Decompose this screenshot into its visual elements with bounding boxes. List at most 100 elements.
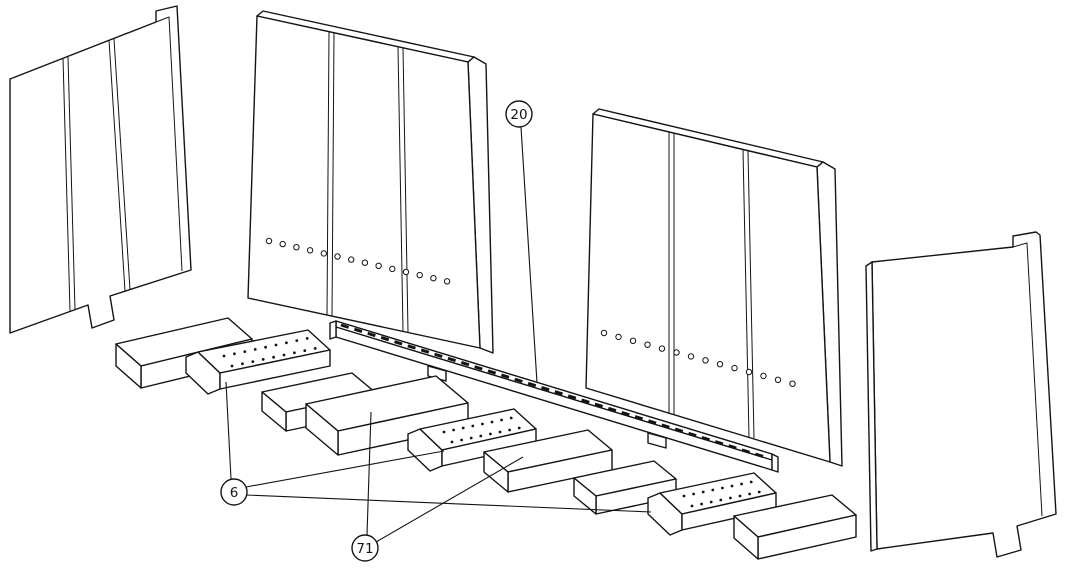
hole-dot [430, 275, 437, 282]
hole-dot [306, 247, 314, 254]
leader-line-71 [366, 411, 372, 536]
hole-dot [701, 490, 705, 494]
end-face [573, 477, 597, 515]
hole-dot [361, 259, 369, 266]
hole-dot [272, 355, 275, 359]
callout-circle [351, 534, 379, 562]
panel-face [247, 15, 481, 349]
hole-dot [442, 430, 446, 434]
hole-dot [509, 416, 513, 420]
callout-20: 20 [505, 100, 533, 128]
hole-dot [498, 430, 502, 434]
hole-dot [745, 368, 753, 376]
hole-dot [748, 492, 751, 496]
hole-dot [261, 358, 265, 361]
hole-dot [305, 337, 309, 340]
hole-dot [461, 426, 465, 430]
hole-dot [658, 345, 666, 352]
hole-dot [500, 418, 503, 422]
hole-dot [285, 341, 288, 345]
leader-line-71 [375, 456, 524, 543]
hole-dot [295, 339, 299, 342]
hole-dot [348, 256, 355, 263]
rivet-row [450, 426, 521, 444]
hole-dot [629, 337, 637, 344]
hole-dot [508, 428, 511, 432]
hole-dot [757, 490, 761, 494]
hole-dot [711, 488, 715, 492]
hole-dot [721, 486, 724, 490]
end-face [261, 391, 287, 432]
hole-dot [375, 262, 382, 269]
hole-dot [716, 361, 724, 368]
end-face [733, 515, 759, 560]
callout-label: 71 [356, 541, 373, 557]
hole-dot [293, 244, 300, 251]
hole-dot [389, 265, 396, 273]
hole-dot [402, 268, 410, 276]
callout-circle [220, 478, 248, 506]
panel-rib [742, 149, 750, 438]
rail-end-cap-left [329, 320, 337, 340]
hole-dot [673, 349, 680, 356]
leader-line-6 [225, 381, 232, 480]
panel-rib [62, 57, 71, 312]
hole-dot [774, 376, 782, 383]
channel-bracket-3 [647, 472, 777, 536]
rail-end-cap-right [771, 453, 779, 473]
panel-face [585, 113, 831, 463]
panel-edge-thickness [155, 16, 183, 272]
rail-hook-tab [647, 432, 667, 449]
hole-dot [251, 360, 255, 363]
hole-dot [789, 380, 796, 387]
hole-dot [692, 492, 695, 496]
panel-rib [326, 31, 330, 316]
panel-rib [331, 32, 335, 317]
panel-rib [747, 150, 755, 439]
hole-dot [682, 494, 686, 498]
hole-dot [334, 253, 341, 260]
panel-right [585, 108, 843, 467]
hole-dot [644, 341, 651, 348]
block-3 [573, 460, 677, 515]
hole-dot [416, 271, 423, 279]
hole-dot [265, 237, 273, 245]
block-4 [733, 494, 857, 560]
hole-dot [274, 343, 278, 347]
hole-dot [490, 420, 494, 424]
hole-dot [729, 496, 732, 500]
hole-dot [320, 250, 327, 257]
hole-dot [303, 349, 307, 352]
hole-dot [293, 351, 296, 355]
hole-dot [452, 428, 455, 432]
channel-bracket-1 [185, 329, 331, 395]
panel-far-right [865, 231, 1057, 558]
hole-dot [760, 372, 767, 380]
hole-dot [241, 362, 244, 366]
rivet-row [230, 347, 317, 368]
panel-rib [108, 39, 126, 292]
hole-dot [471, 424, 475, 428]
rail-top-edge [335, 326, 773, 461]
rail-slot-pattern [340, 323, 769, 460]
hole-dot [460, 438, 463, 442]
panel-outline [871, 231, 1057, 558]
panel-hole-row [600, 329, 796, 387]
leader-line-6 [245, 450, 445, 488]
callout-label: 6 [230, 485, 239, 501]
hole-dot [738, 494, 742, 498]
panel-side-edge [865, 261, 878, 552]
hole-dot [709, 500, 713, 504]
panel-outline [9, 5, 192, 334]
hole-dot [279, 240, 286, 248]
hole-dot [702, 357, 709, 364]
rail-extrusion [329, 320, 779, 473]
hole-dot [731, 364, 738, 372]
hole-dot [253, 348, 257, 351]
hole-dot [479, 434, 483, 438]
hole-dot [230, 364, 234, 368]
panel-rib [402, 47, 409, 333]
rivet-row [442, 416, 513, 434]
hole-dot [481, 422, 484, 426]
